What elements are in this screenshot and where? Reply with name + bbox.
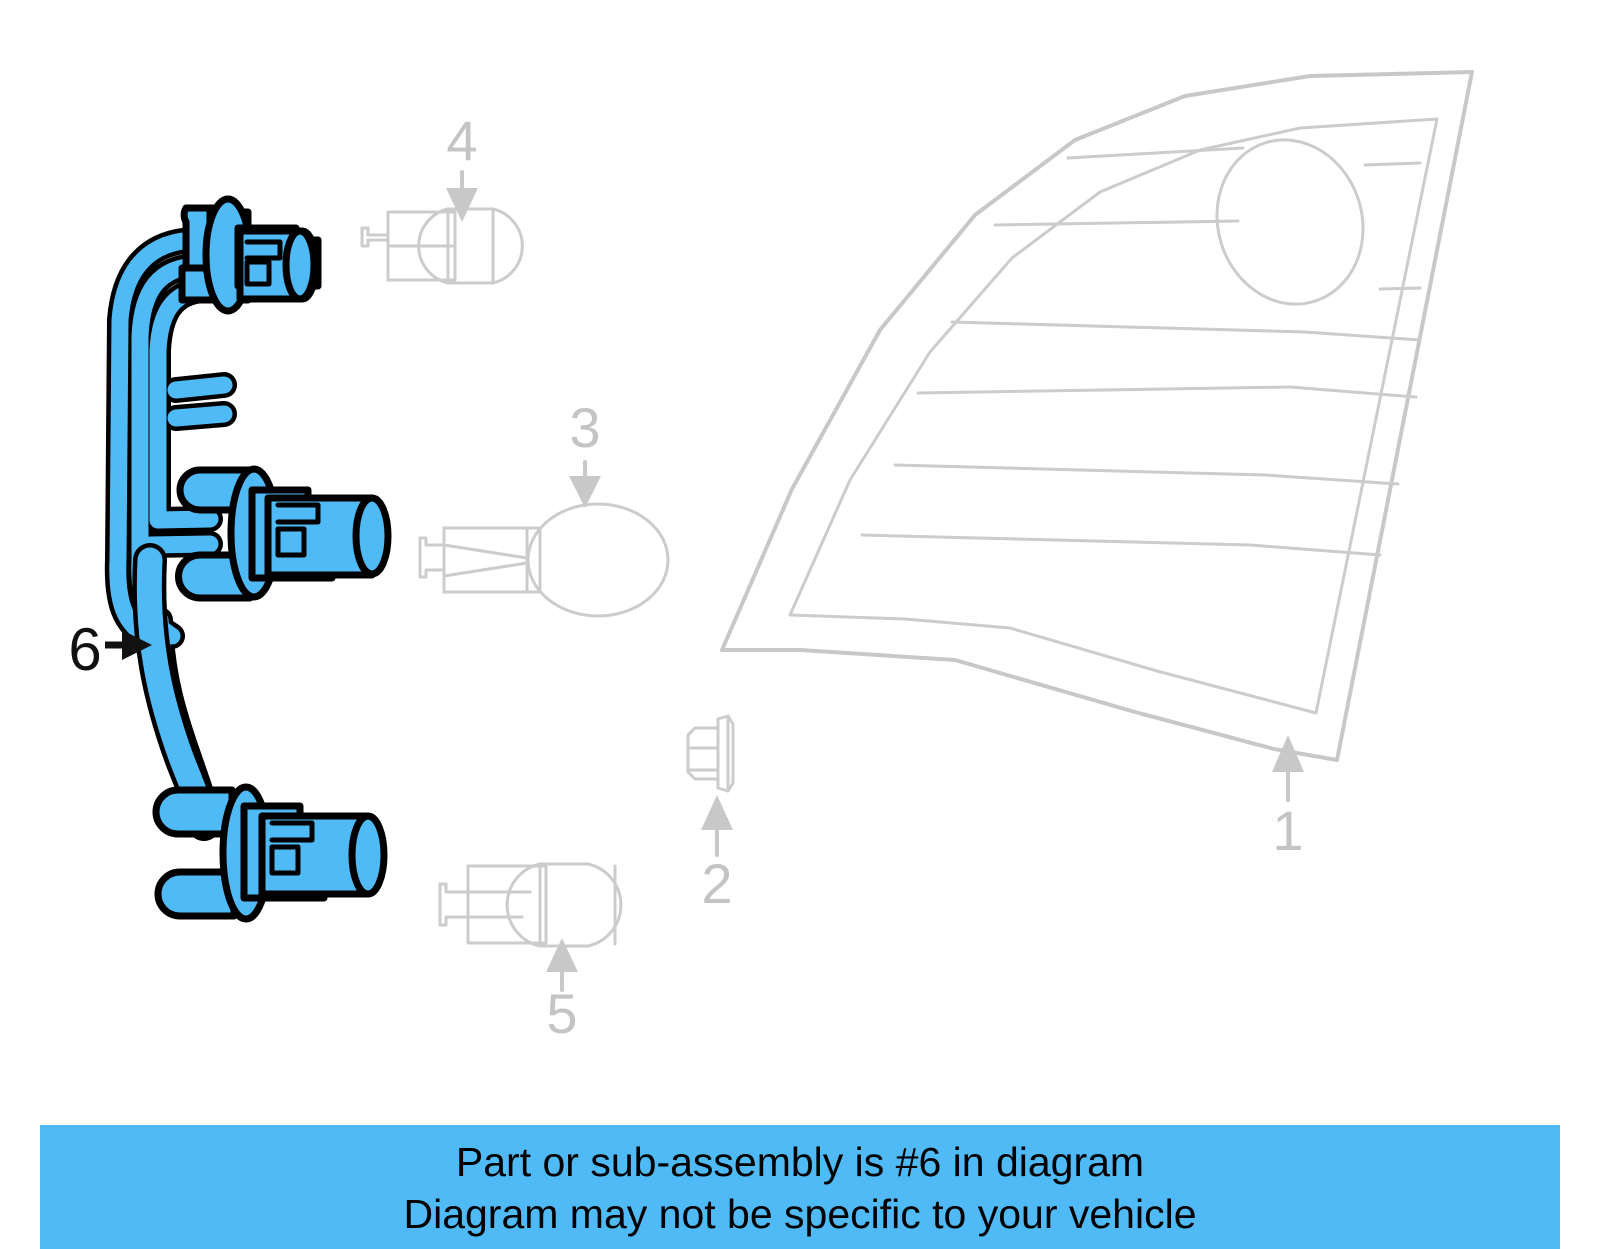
part-flange-nut[interactable]: 2	[686, 714, 735, 915]
bulb-3-base-wedge-inner	[442, 543, 529, 578]
tail-lamp-rib-line-6	[860, 533, 1382, 557]
socket-bottom-barrel-end	[348, 812, 388, 898]
socket-bottom-tab-lower	[154, 868, 238, 920]
callout-2-arrow	[701, 795, 733, 857]
callout-6-arrow	[105, 630, 152, 660]
part-tail-lamp-assembly[interactable]: 1	[720, 70, 1474, 862]
harness-socket-bottom[interactable]	[152, 783, 388, 923]
socket-top-barrel-end	[282, 227, 318, 303]
harness-socket-middle[interactable]	[175, 465, 392, 602]
tail-lamp-reflector-oval	[1215, 138, 1365, 306]
socket-top-notch-line	[244, 239, 283, 261]
socket-bottom-square-detail	[269, 844, 301, 876]
part-bulb-small-lower[interactable]: 5	[438, 862, 623, 1045]
banner-line-1: Part or sub-assembly is #6 in diagram	[455, 1139, 1145, 1185]
tail-lamp-rib-line-3	[950, 320, 1422, 342]
socket-bottom-tab-upper	[152, 786, 236, 838]
tail-lamp-rib-line-1	[1066, 146, 1245, 160]
harness-socket-top[interactable]	[178, 195, 322, 315]
socket-middle-notch-line	[275, 502, 321, 525]
flange-nut-collar	[716, 714, 735, 793]
tail-lamp-rib-line-1b	[1363, 161, 1422, 167]
info-banner: Part or sub-assembly is #6 in diagram Di…	[40, 1125, 1560, 1249]
callout-1-label: 1	[1272, 799, 1303, 862]
part-bulb-large[interactable]: 3	[418, 396, 670, 618]
callout-4-arrow	[446, 170, 478, 222]
callout-4-label: 4	[446, 109, 477, 172]
socket-bottom-notch-line	[269, 820, 315, 843]
callout-5-label: 5	[546, 982, 577, 1045]
socket-middle-barrel-end	[352, 494, 392, 578]
bulb-4-base-tip	[360, 226, 390, 248]
bulb-5-base-tip	[438, 882, 470, 927]
socket-middle-square-detail	[275, 526, 307, 558]
tail-lamp-rib-line-5	[893, 463, 1400, 486]
part-socket-wiring-harness[interactable]: 6	[68, 195, 392, 923]
socket-top-square-detail	[244, 259, 272, 287]
tail-lamp-inner-panel	[788, 117, 1439, 715]
part-bulb-small-upper[interactable]: 4	[360, 109, 524, 285]
callout-3-arrow	[569, 460, 601, 508]
callout-1-arrow	[1272, 735, 1304, 802]
tail-lamp-rib-line-2	[993, 219, 1240, 227]
callout-5-arrow	[546, 938, 578, 992]
callout-3-label: 3	[569, 396, 600, 459]
bulb-4-base-rect	[386, 210, 457, 282]
bulb-3-glass-envelope	[526, 502, 670, 618]
tail-lamp-rib-line-4	[916, 385, 1418, 399]
bulb-5-glass-envelope	[505, 862, 623, 948]
callout-2-label: 2	[701, 852, 732, 915]
bulb-3-base-tip	[418, 536, 446, 579]
tail-lamp-outer-contour	[720, 70, 1474, 762]
tail-lamp-rib-line-2b	[1378, 286, 1422, 291]
banner-line-2: Diagram may not be specific to your vehi…	[403, 1191, 1197, 1237]
callout-6-label: 6	[68, 616, 101, 683]
